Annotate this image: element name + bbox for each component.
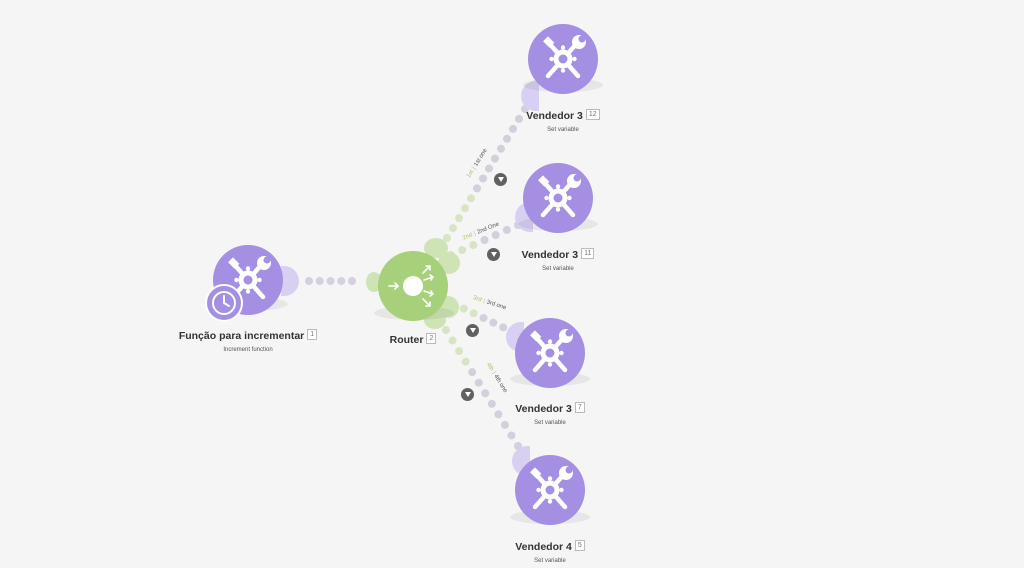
connection-dot <box>487 399 496 408</box>
connection-dot <box>515 114 523 123</box>
connection-dot <box>305 277 313 285</box>
module-number: 5 <box>574 540 585 552</box>
connection-dot <box>348 277 356 285</box>
connection-dot <box>469 309 478 318</box>
connection-dot <box>500 420 509 429</box>
connection-dot <box>443 234 451 242</box>
module-number: 11 <box>581 248 595 260</box>
module-subtitle: Set variable <box>547 127 579 133</box>
connection-dot <box>455 347 464 356</box>
module-number: 1 <box>307 329 318 341</box>
connection-dot <box>459 304 468 313</box>
module-title: Vendedor 3 <box>526 110 583 122</box>
module-subtitle: Increment function <box>223 347 273 353</box>
filter-icon[interactable] <box>466 324 479 337</box>
connection-dot <box>458 246 467 254</box>
connection-dot <box>499 323 508 332</box>
connection-dot <box>473 184 481 193</box>
connection-dot <box>468 368 477 377</box>
connection-dot <box>469 241 478 249</box>
module-router[interactable] <box>378 251 448 321</box>
tools-icon <box>515 318 585 388</box>
connection-dot <box>491 154 499 163</box>
module-subtitle: Set variable <box>542 266 574 272</box>
connection-dot <box>479 314 488 322</box>
filter-icon[interactable] <box>494 173 507 186</box>
connection-dot <box>337 277 346 285</box>
module-number: 2 <box>426 333 437 345</box>
filter-icon[interactable] <box>461 388 474 401</box>
connection-dot <box>315 277 324 285</box>
connection-dot <box>503 134 511 143</box>
connection-dot <box>494 410 503 419</box>
module-number: 7 <box>574 402 585 414</box>
connection-dot <box>481 389 490 398</box>
module-number: 12 <box>585 109 600 121</box>
module-subtitle: Set variable <box>534 558 566 564</box>
connection-dot <box>497 144 505 153</box>
connection-dot <box>326 277 335 285</box>
clock-icon <box>205 284 243 322</box>
connection-dot <box>461 357 470 366</box>
module-title: Vendedor 3 <box>521 249 579 261</box>
module-title: Vendedor 3 <box>515 403 572 415</box>
connection-dot <box>485 164 493 173</box>
connection-dot <box>507 431 516 440</box>
connection-dot <box>449 224 457 233</box>
module-vendedor-3-11[interactable] <box>523 163 593 233</box>
tools-icon <box>515 455 585 525</box>
tools-icon <box>523 163 593 233</box>
connection-dot <box>502 226 511 234</box>
module-title: Vendedor 4 <box>515 541 572 553</box>
connection-dot <box>480 236 489 244</box>
connection-dot <box>474 378 483 387</box>
connection-dot <box>509 124 517 133</box>
module-vendedor-3-12[interactable] <box>528 24 598 94</box>
module-title: Função para incrementar <box>178 330 305 342</box>
connection-dot <box>448 336 457 345</box>
module-output-handle[interactable] <box>281 266 299 296</box>
connection-dot <box>467 194 475 203</box>
router-icon <box>388 265 435 307</box>
filter-icon[interactable] <box>487 248 500 261</box>
module-title: Router <box>389 334 424 346</box>
connection-dot <box>455 214 463 223</box>
module-vendedor-3-7[interactable] <box>515 318 585 388</box>
connection-dot <box>491 231 500 239</box>
connection-dot <box>442 326 450 334</box>
connection-dot <box>461 204 469 213</box>
connection-dot <box>489 318 498 327</box>
module-subtitle: Set variable <box>534 420 566 426</box>
module-vendedor-4-5[interactable] <box>515 455 585 525</box>
connection-dot <box>479 174 487 183</box>
tools-icon <box>528 24 598 94</box>
